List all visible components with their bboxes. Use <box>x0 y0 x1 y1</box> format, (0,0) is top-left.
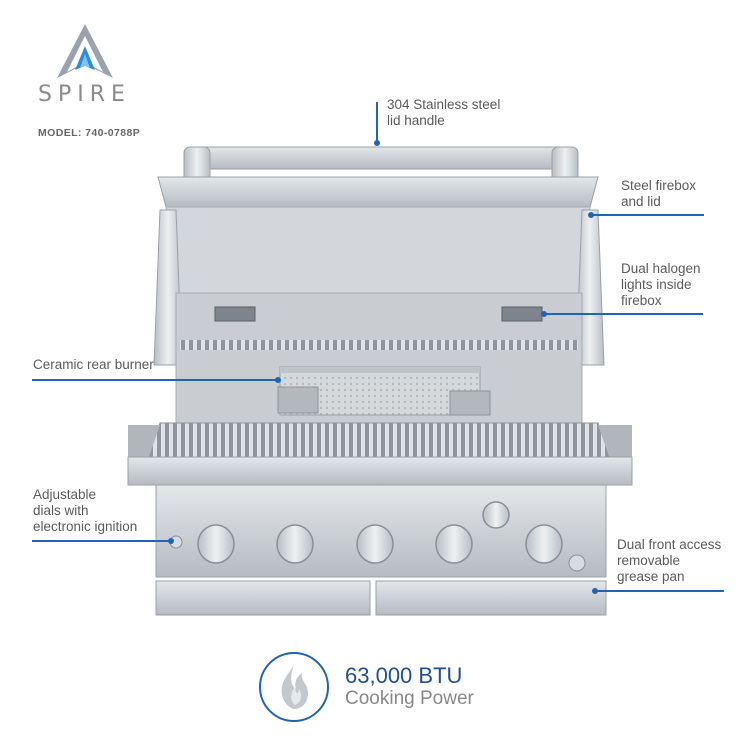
callout-dials: Adjustable dials with electronic ignitio… <box>33 487 138 534</box>
grill-image <box>127 146 633 616</box>
callout-lid-handle: 304 Stainless steel lid handle <box>387 97 501 128</box>
callout-grease-pan: Dual front access removable grease pan <box>617 537 722 584</box>
brand-wordmark: SPIRE <box>38 82 131 107</box>
btu-label: Cooking Power <box>345 688 474 709</box>
btu-value: 63,000 BTU <box>345 663 463 688</box>
spire-logo <box>57 24 113 78</box>
callout-rear-burner: Ceramic rear burner <box>33 357 154 372</box>
flame-icon <box>259 652 329 722</box>
callout-halogen-lights: Dual halogen lights inside firebox <box>621 261 701 308</box>
model-number: MODEL: 740-0788P <box>38 127 141 139</box>
callout-firebox: Steel firebox and lid <box>621 178 697 209</box>
